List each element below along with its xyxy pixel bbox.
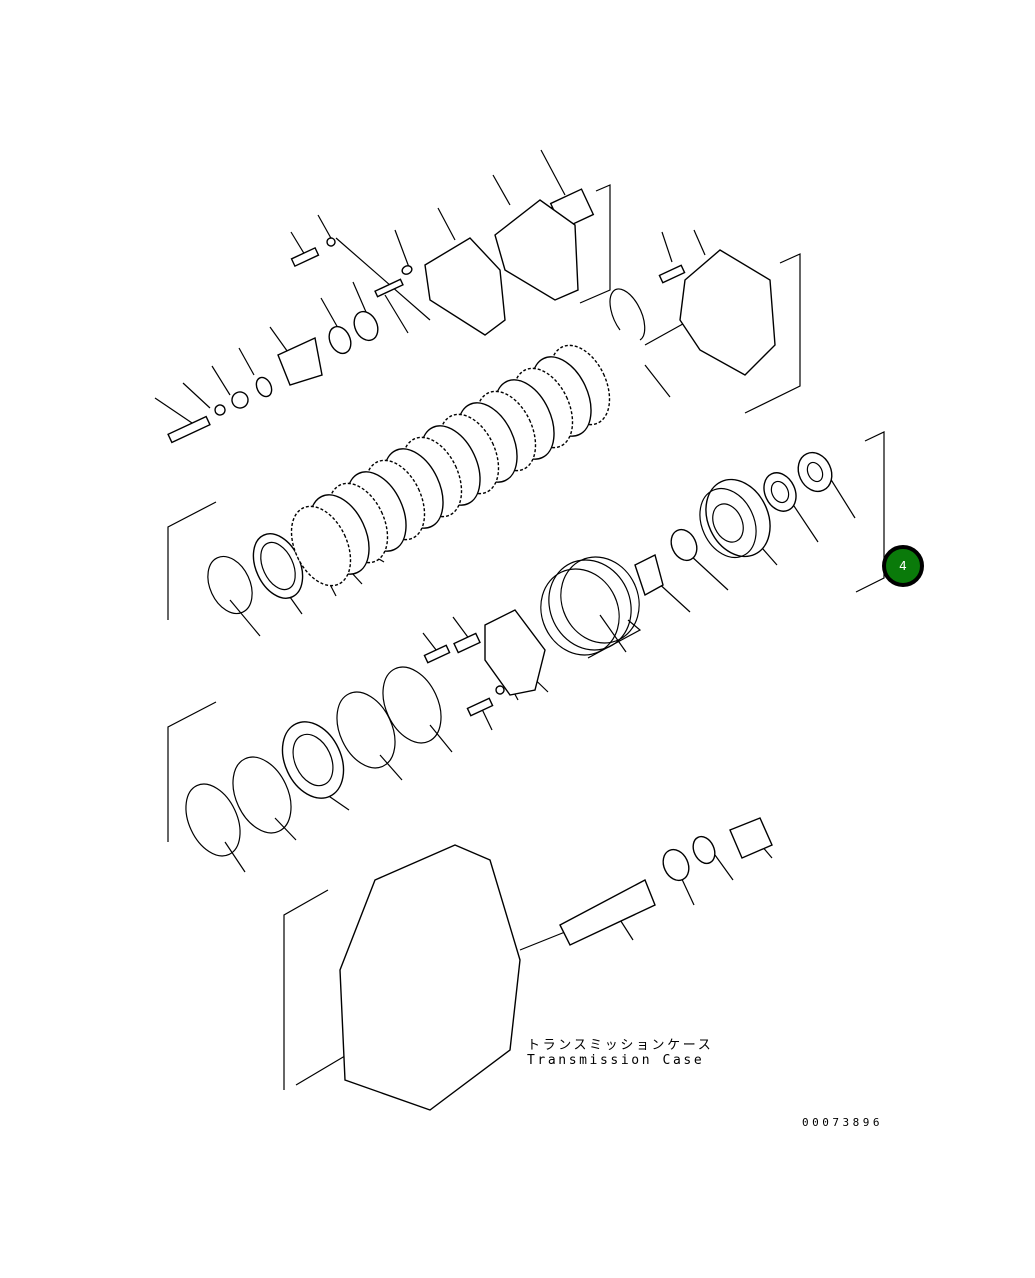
bolt-part <box>658 264 686 284</box>
ring-part <box>281 721 345 799</box>
ring-part <box>185 783 241 857</box>
ring-part <box>353 310 379 342</box>
leader-line <box>789 499 819 543</box>
bracket <box>855 431 885 593</box>
housing-part <box>484 609 546 696</box>
bolt-part <box>423 644 451 664</box>
ring-part <box>292 733 334 787</box>
ring-part <box>670 528 698 562</box>
leader-line <box>379 754 403 781</box>
leader-line <box>452 616 471 641</box>
leader-line <box>211 365 231 396</box>
leader-line <box>274 817 297 841</box>
ring-part <box>699 487 757 559</box>
ring-part <box>232 756 292 834</box>
housing-part <box>424 237 506 336</box>
parts <box>167 188 833 1111</box>
bracket <box>283 889 329 1090</box>
ring-part <box>401 265 413 275</box>
ring-part <box>231 391 249 409</box>
ring-part <box>548 559 632 651</box>
leader-line <box>644 364 671 398</box>
leader-line <box>229 599 261 637</box>
housing-part <box>277 336 323 386</box>
leader-line <box>661 231 673 263</box>
ring-part <box>692 835 716 865</box>
bracket <box>579 184 611 304</box>
leader-line <box>320 297 339 329</box>
leader-line <box>714 854 734 881</box>
ring-part <box>255 376 273 398</box>
bolt-part <box>290 246 320 268</box>
bracket <box>167 701 217 842</box>
ring-part <box>328 325 352 355</box>
snap-ring-part <box>609 288 646 341</box>
ring-part <box>336 691 396 769</box>
leader-line <box>238 347 255 376</box>
ring-part <box>806 461 824 483</box>
ring-part <box>797 451 833 493</box>
bracket <box>744 253 801 414</box>
ring-part <box>207 555 253 615</box>
leader-line <box>182 382 211 409</box>
leader-line <box>352 281 367 313</box>
ring-part <box>560 556 640 644</box>
caption-japanese: トランスミッションケース <box>527 1038 714 1053</box>
leader-line <box>394 229 411 271</box>
leader-line <box>437 207 456 241</box>
housing-part <box>679 249 776 376</box>
bracket <box>587 619 642 659</box>
ring-part <box>540 568 620 656</box>
ring-part <box>495 685 505 695</box>
ring-part <box>763 472 797 512</box>
ring-part <box>712 503 744 543</box>
caption-english: Transmission Case <box>527 1053 705 1068</box>
ring-part <box>770 480 790 504</box>
leader-line <box>317 214 333 241</box>
leader-line <box>693 229 706 256</box>
ring-part <box>326 237 336 247</box>
leader-line <box>224 841 246 873</box>
housing-part <box>494 199 579 301</box>
leader-line <box>492 174 511 206</box>
bolt-part <box>374 278 404 298</box>
housing-part <box>729 817 773 859</box>
leader-line <box>429 724 453 753</box>
housing-part <box>339 844 521 1111</box>
bolt-part <box>466 697 494 717</box>
callout-4-button[interactable]: 4 <box>882 545 924 587</box>
leader-line <box>599 614 627 653</box>
leader-line <box>290 231 306 256</box>
clutch-disc <box>290 505 352 587</box>
ring-part <box>662 848 690 882</box>
leader-line <box>689 554 729 591</box>
housing-part <box>634 553 664 597</box>
ring-part <box>260 541 296 591</box>
leader-line <box>384 294 409 334</box>
drawing-number: 00073896 <box>802 1116 883 1129</box>
bracket <box>167 501 217 620</box>
bolt-part <box>453 632 481 654</box>
housing-part <box>559 879 656 946</box>
leader-line <box>335 237 431 321</box>
leader-line <box>540 149 566 196</box>
leader-line <box>154 397 196 426</box>
clutch-pack <box>290 344 611 587</box>
bolt-part <box>167 415 211 444</box>
ring-part <box>214 404 226 416</box>
